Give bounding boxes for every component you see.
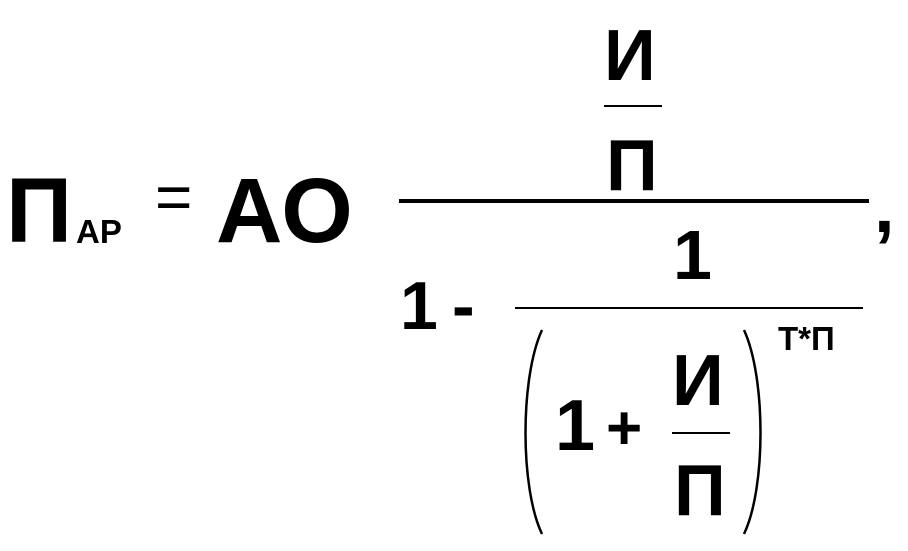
main-fraction-line: [399, 199, 869, 203]
base-one: 1: [555, 386, 596, 466]
numerator-fraction-line: [604, 105, 662, 107]
exponent-label: Т*П: [778, 320, 835, 357]
payment-subscript: АР: [76, 213, 122, 250]
right-parenthesis: [742, 329, 762, 535]
inner-fraction-line: [515, 307, 863, 309]
inner-numerator-one: 1: [673, 216, 712, 294]
numerator-bottom: П: [606, 126, 658, 206]
base-fraction-line: [672, 432, 730, 434]
trailing-comma: ,: [874, 165, 895, 248]
plus-sign: +: [606, 394, 643, 463]
base-fraction-top: И: [672, 341, 724, 421]
equals-sign: =: [155, 161, 193, 233]
numerator-top: И: [604, 16, 656, 96]
denominator-minus: -: [452, 268, 475, 344]
payment-symbol: П: [6, 160, 73, 262]
base-fraction-bottom: П: [674, 451, 726, 531]
coefficient-label: АО: [216, 160, 353, 262]
left-parenthesis: [524, 329, 544, 535]
denominator-one: 1: [400, 268, 438, 344]
